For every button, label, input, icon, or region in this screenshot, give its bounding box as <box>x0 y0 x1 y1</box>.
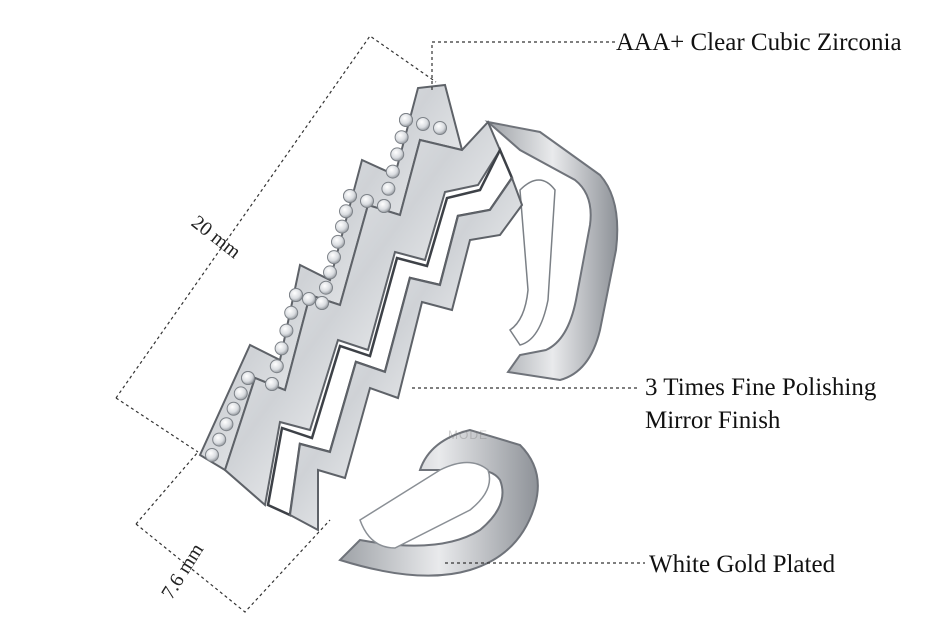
zirconia-stone <box>274 341 289 356</box>
zirconia-stone <box>381 181 396 196</box>
zirconia-stone <box>289 288 303 302</box>
zirconia-stone <box>226 401 241 416</box>
cubic-zirconia-stones <box>205 113 447 462</box>
zirconia-stone <box>205 448 219 462</box>
zirconia-stone <box>360 194 374 208</box>
zirconia-stone <box>327 250 341 265</box>
zirconia-stone <box>315 296 329 310</box>
zirconia-stone <box>331 234 345 249</box>
zirconia-stone <box>390 147 405 162</box>
ring-back-band <box>484 120 619 382</box>
dimension-length-end <box>115 397 199 453</box>
zirconia-stone <box>377 199 391 213</box>
zirconia-stone <box>399 113 413 127</box>
mirror-finish-label: Mirror Finish <box>645 407 781 434</box>
zirconia-stone <box>279 323 294 338</box>
zirconia-stone <box>343 189 357 203</box>
zirconia-stone <box>269 359 284 374</box>
zirconia-stone <box>433 121 447 135</box>
zirconia-stone <box>241 371 255 385</box>
dimension-width-end <box>135 451 199 525</box>
zirconia-stone <box>335 219 349 234</box>
zirconia-stone <box>233 386 248 401</box>
watermark-text: MODE <box>448 428 488 442</box>
zirconia-stone <box>284 305 299 320</box>
zirconia-stone <box>219 417 234 432</box>
ring-front-bands <box>198 83 524 532</box>
dimension-width-line <box>135 519 331 613</box>
zirconia-stone <box>302 292 316 306</box>
plated-label: White Gold Plated <box>649 551 836 578</box>
zirconia-stone <box>265 377 279 391</box>
polishing-label: 3 Times Fine Polishing <box>645 374 877 401</box>
zirconia-stone <box>212 432 227 447</box>
zirconia-stone <box>339 204 353 219</box>
annotation-lines <box>115 35 645 613</box>
zirconia-stone <box>323 265 337 280</box>
zirconia-stone <box>319 280 333 295</box>
leader-zirconia <box>431 41 616 90</box>
zirconia-stone <box>385 164 400 179</box>
zirconia-label: AAA+ Clear Cubic Zirconia <box>616 29 902 56</box>
zirconia-stone <box>394 130 409 145</box>
ring-lower-band <box>338 428 539 577</box>
zirconia-stone <box>416 117 430 131</box>
